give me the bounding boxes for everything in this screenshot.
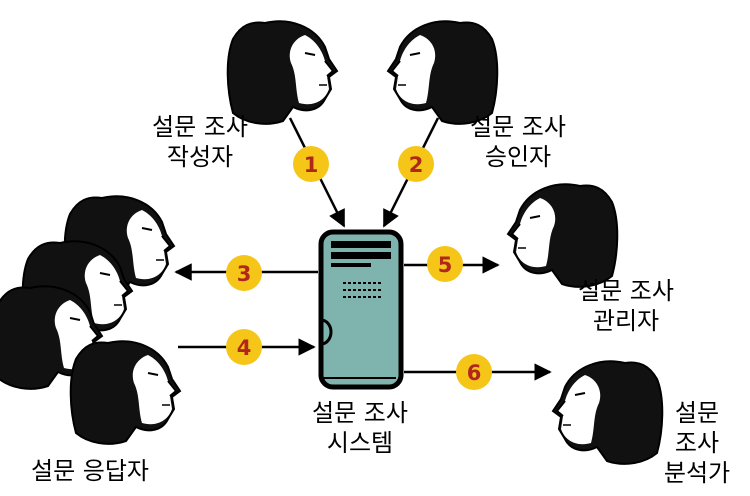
server-icon [318,229,404,390]
step-number-6: 6 [467,361,482,385]
approver-label: 설문 조사 승인자 [458,112,578,172]
approver-label-line2: 승인자 [484,143,552,171]
step-number-2: 2 [409,153,424,177]
system-label: 설문 조사 시스템 [300,398,420,458]
manager-head-icon [507,183,619,288]
step-badge-4: 4 [226,329,262,365]
step-number-3: 3 [237,262,252,286]
author-label-line2: 작성자 [166,143,234,171]
respondent-label: 설문 응답자 [10,456,170,486]
analyst-label: 설문 조사 분석가 [652,398,742,488]
step-badge-5: 5 [427,246,463,282]
manager-label-line2: 관리자 [592,307,660,335]
author-head-icon [226,20,338,125]
author-label-line1: 설문 조사 [152,113,248,141]
analyst-head-icon [552,360,664,465]
approver-head-icon [387,20,499,125]
respondent-label-line1: 설문 응답자 [30,457,150,485]
respondent-head-icon-4 [69,340,181,445]
system-label-line2: 시스템 [326,429,394,457]
manager-label-line1: 설문 조사 [578,277,674,305]
step-badge-1: 1 [293,146,329,182]
step-badge-2: 2 [398,146,434,182]
step-badge-3: 3 [226,255,262,291]
system-label-line1: 설문 조사 [312,399,408,427]
manager-label: 설문 조사 관리자 [566,276,686,336]
step-number-4: 4 [237,336,252,360]
analyst-label-line3: 분석가 [663,459,731,487]
step-badge-6: 6 [456,354,492,390]
analyst-label-line2: 조사 [674,429,720,457]
step-number-5: 5 [438,253,453,277]
analyst-label-line1: 설문 [674,399,720,427]
approver-label-line1: 설문 조사 [470,113,566,141]
author-label: 설문 조사 작성자 [140,112,260,172]
step-number-1: 1 [304,153,319,177]
